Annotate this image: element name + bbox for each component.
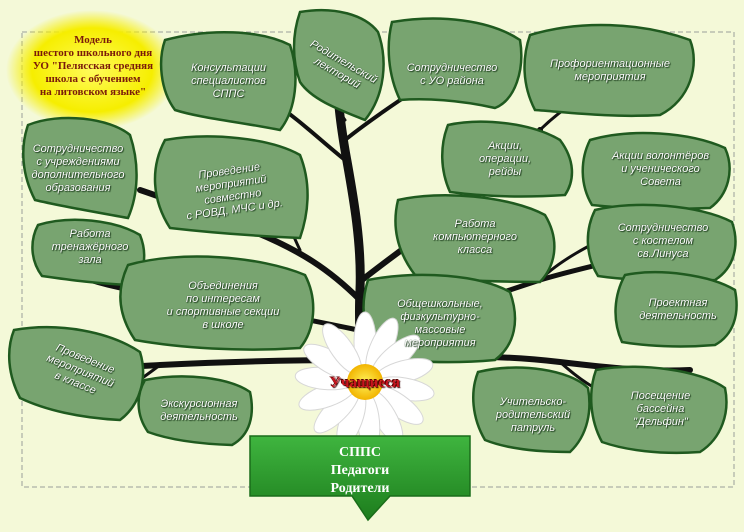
leaf-basseyn [590, 365, 728, 455]
leaf-aktsii [440, 120, 574, 198]
leaf-kostel [586, 203, 737, 283]
leaf-ekskursionnaya [137, 375, 254, 447]
leaf-provedenie-rovd [153, 135, 309, 240]
bottom-callout-text: СППС Педагоги Родители [250, 444, 470, 498]
bottom-line-roditeli: Родители [330, 481, 390, 496]
model-bubble [6, 10, 178, 130]
leaf-proektnaya [614, 271, 738, 348]
leaf-kompyuterny-klass [394, 193, 556, 284]
leaf-volontery [581, 131, 731, 211]
leaf-obedineniya [119, 255, 315, 351]
leaf-provedenie-v-klasse [8, 326, 145, 422]
leaf-roditelskiy-lektoriy [292, 8, 385, 122]
bottom-line-pedagogi: Педагоги [330, 463, 390, 478]
leaf-sotrudnichestvo-uchrezhdeniya [22, 116, 138, 220]
leaves [8, 8, 738, 455]
leaf-konsultatsii [159, 30, 297, 132]
daisy-flower [294, 311, 435, 453]
bottom-callout [249, 435, 471, 522]
center-label: Учащиеся [330, 375, 400, 391]
model-title: Модель шестого школьного дня УО "Пелясск… [32, 34, 154, 98]
leaf-sotrudnichestvo-uo [387, 17, 523, 110]
bottom-line-spps: СППС [339, 445, 381, 460]
leaf-proforientatsiya [523, 23, 695, 118]
leaf-patrul [472, 366, 591, 454]
